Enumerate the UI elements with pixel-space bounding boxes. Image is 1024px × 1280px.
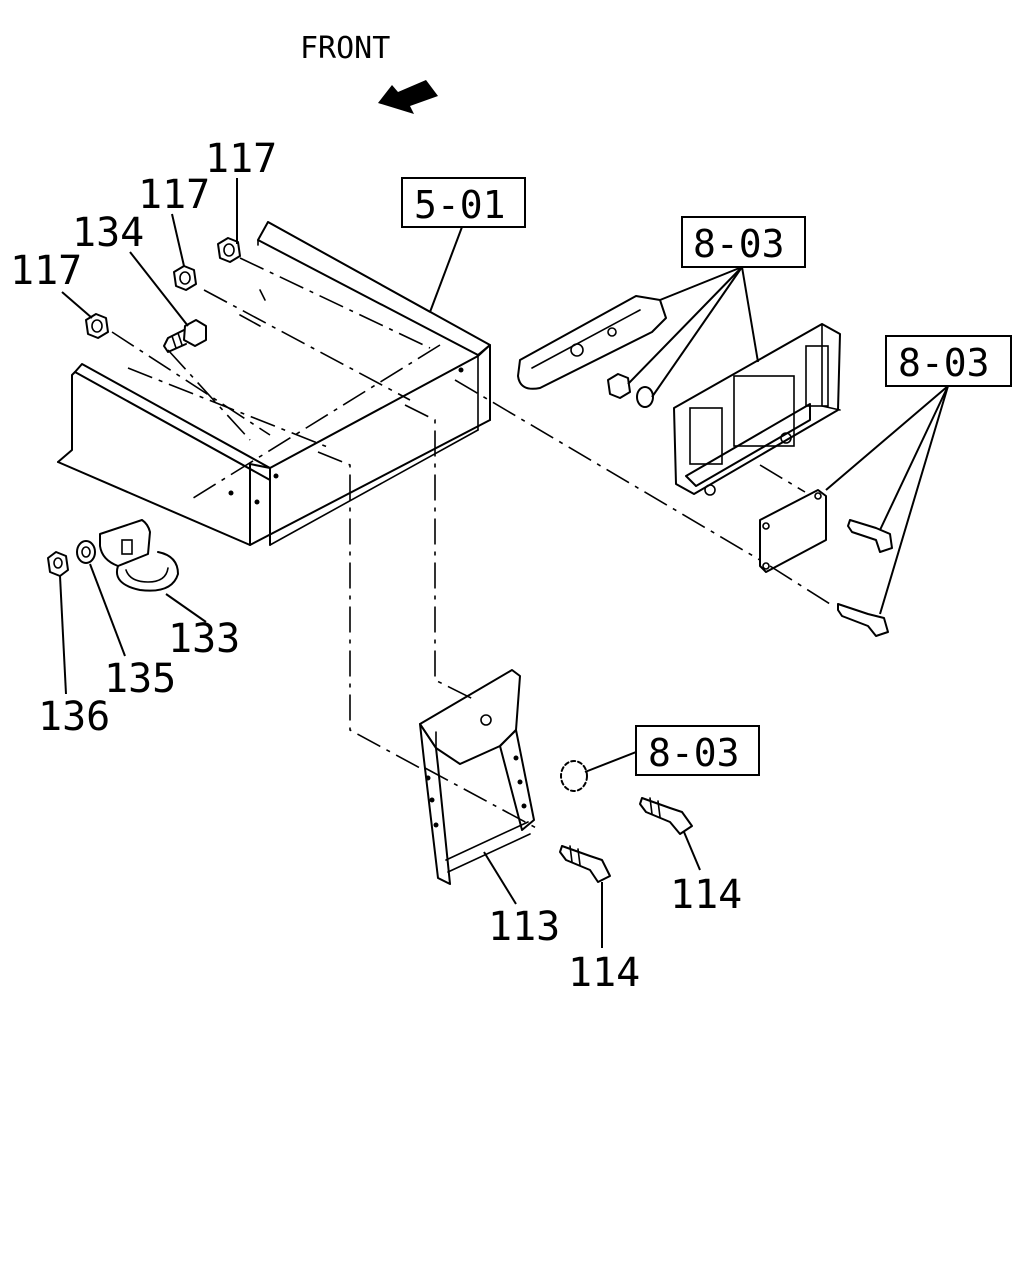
lamp-bracket: [517, 295, 667, 390]
nut-117-left: [85, 313, 109, 339]
part-114-lower-label: 114: [568, 950, 640, 996]
bolt-134: [163, 319, 207, 353]
bolt-114-upper: [639, 797, 693, 835]
tow-hook-133: [99, 519, 179, 592]
bolt-114-lower: [559, 845, 611, 883]
ref-8-03-top-label: 8-03: [693, 222, 785, 266]
ref-5-01: 5-01: [401, 177, 526, 228]
lamp-bolt-upper: [847, 519, 893, 553]
lamp-bolt-lower: [837, 603, 889, 637]
nut-117-top: [217, 237, 241, 263]
stay-bracket-113: [419, 669, 535, 885]
part-134-label: 134: [72, 210, 144, 256]
nut-136: [47, 551, 69, 577]
part-114-upper-label: 114: [670, 872, 742, 918]
part-117-middle-label: 117: [138, 172, 210, 218]
ref-8-03-right: 8-03: [885, 335, 1012, 387]
part-135-label: 135: [104, 656, 176, 702]
ref-5-01-label: 5-01: [414, 183, 506, 227]
rear-lamp: [673, 323, 841, 496]
grommet: [560, 760, 588, 792]
reflector-plate: [759, 489, 827, 573]
ref-8-03-top: 8-03: [681, 216, 806, 268]
nut-117-middle: [173, 265, 197, 291]
frame-member: [57, 221, 491, 546]
part-117-left-label: 117: [10, 248, 82, 294]
front-arrow-icon: [378, 80, 438, 114]
part-113-label: 113: [488, 904, 560, 950]
part-133-label: 133: [168, 616, 240, 662]
ref-8-03-bottom-label: 8-03: [648, 731, 740, 775]
front-label: FRONT: [300, 31, 390, 66]
washer-135: [76, 540, 96, 564]
part-136-label: 136: [38, 694, 110, 740]
ref-8-03-right-label: 8-03: [898, 341, 990, 385]
lamp-nut: [607, 373, 631, 399]
ref-8-03-bottom: 8-03: [635, 725, 760, 776]
lamp-washer: [636, 386, 654, 408]
part-117-top-label: 117: [205, 136, 277, 182]
